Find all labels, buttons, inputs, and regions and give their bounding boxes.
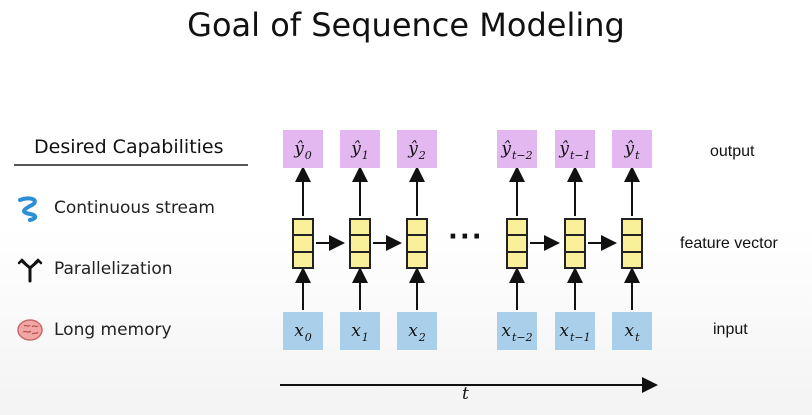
feature-vector-0	[292, 218, 314, 269]
ellipsis: ···	[448, 222, 484, 252]
capability-label: Continuous stream	[54, 198, 215, 218]
brain-icon	[17, 319, 43, 341]
time-axis-label: t	[462, 384, 469, 404]
capability-label: Long memory	[54, 320, 172, 340]
capability-long-memory: Long memory	[16, 316, 172, 344]
feature-vector-1	[349, 218, 371, 269]
capability-label: Parallelization	[54, 259, 173, 279]
feature-vector-t-2	[506, 218, 528, 269]
feature-row-label: feature vector	[680, 235, 778, 252]
feature-vector-2	[406, 218, 428, 269]
page-title: Goal of Sequence Modeling	[187, 6, 625, 44]
fork-icon	[17, 258, 43, 283]
output-row-label: output	[710, 143, 755, 160]
capabilities-header: Desired Capabilities	[34, 136, 224, 158]
feature-vector-t	[621, 218, 643, 269]
capability-continuous-stream: Continuous stream	[16, 194, 215, 222]
feature-vector-t-1	[564, 218, 586, 269]
capability-parallelization: Parallelization	[16, 255, 173, 283]
capabilities-divider	[14, 164, 248, 166]
stream-icon	[18, 196, 38, 222]
input-row-label: input	[713, 321, 748, 338]
